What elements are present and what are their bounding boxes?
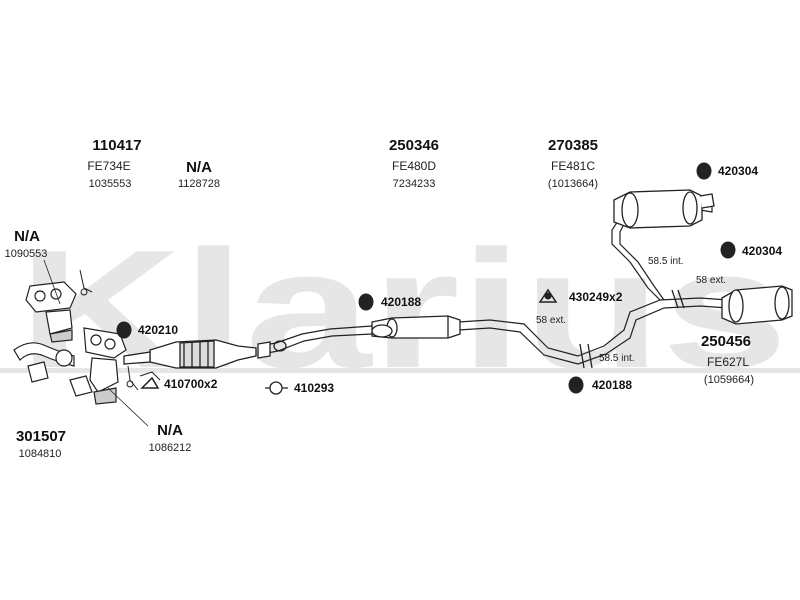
hanger-icons [116, 162, 736, 395]
note-58-5-int-lower: 58.5 int. [599, 353, 635, 364]
part-250346-number: 7234233 [392, 178, 436, 190]
part-410293: 410293 [294, 381, 335, 395]
front-manifold-assembly [13, 281, 127, 405]
hanger-icon [116, 321, 132, 339]
hanger-icon [568, 376, 584, 394]
part-250456-number: (1059664) [703, 374, 755, 386]
exhaust-pipe [257, 202, 729, 365]
part-na-left-number: 1090553 [4, 248, 48, 260]
rear-silencer-250456 [721, 285, 793, 325]
cut-markers [579, 289, 685, 369]
hanger-icon [696, 162, 712, 180]
part-420188-b: 420188 [592, 378, 633, 392]
part-110417-code: 110417 [92, 137, 142, 154]
watermark-underline [0, 368, 800, 373]
part-110417-number: 1035553 [88, 178, 132, 190]
fittings [79, 269, 161, 391]
part-250456-code: 250456 [700, 333, 752, 350]
leader-lines [43, 259, 149, 427]
part-110417-ref: FE734E [87, 159, 131, 173]
hanger-icon [720, 241, 736, 259]
part-na-left-code: N/A [14, 228, 40, 245]
note-58-ext-upper: 58 ext. [696, 275, 727, 286]
clamp-icon [538, 288, 558, 303]
rear-silencer-270385 [613, 189, 715, 229]
watermark-logo: Klarius [18, 215, 788, 403]
gasket-icon [265, 381, 288, 395]
part-430249: 430249x2 [569, 290, 623, 304]
catalytic-converter [123, 339, 271, 369]
note-58-ext-lower: 58 ext. [536, 315, 567, 326]
part-250346-code: 250346 [388, 137, 440, 154]
part-na-2-code: N/A [157, 422, 183, 439]
part-270385-number: (1013664) [547, 178, 599, 190]
part-410700: 410700x2 [164, 377, 218, 391]
note-58-5-int-upper: 58.5 int. [648, 256, 684, 267]
part-na-2-number: 1086212 [148, 442, 192, 454]
part-301507-code: 301507 [15, 428, 67, 445]
front-silencer [371, 315, 461, 339]
part-270385-ref: FE481C [550, 159, 596, 173]
part-420210: 420210 [138, 323, 179, 337]
part-250346-ref: FE480D [391, 159, 437, 173]
hanger-icon [358, 293, 374, 311]
clamp-icon [140, 376, 160, 389]
part-na-1-code: N/A [186, 159, 212, 176]
part-420304-a: 420304 [718, 164, 759, 178]
part-270385-code: 270385 [547, 137, 599, 154]
part-420304-b: 420304 [742, 244, 783, 258]
part-na-1-number: 1128728 [177, 178, 221, 190]
part-301507-number: 1084810 [18, 448, 62, 460]
part-420188-a: 420188 [381, 295, 422, 309]
part-250456-ref: FE627L [706, 355, 750, 369]
gasket-icon [273, 340, 287, 352]
